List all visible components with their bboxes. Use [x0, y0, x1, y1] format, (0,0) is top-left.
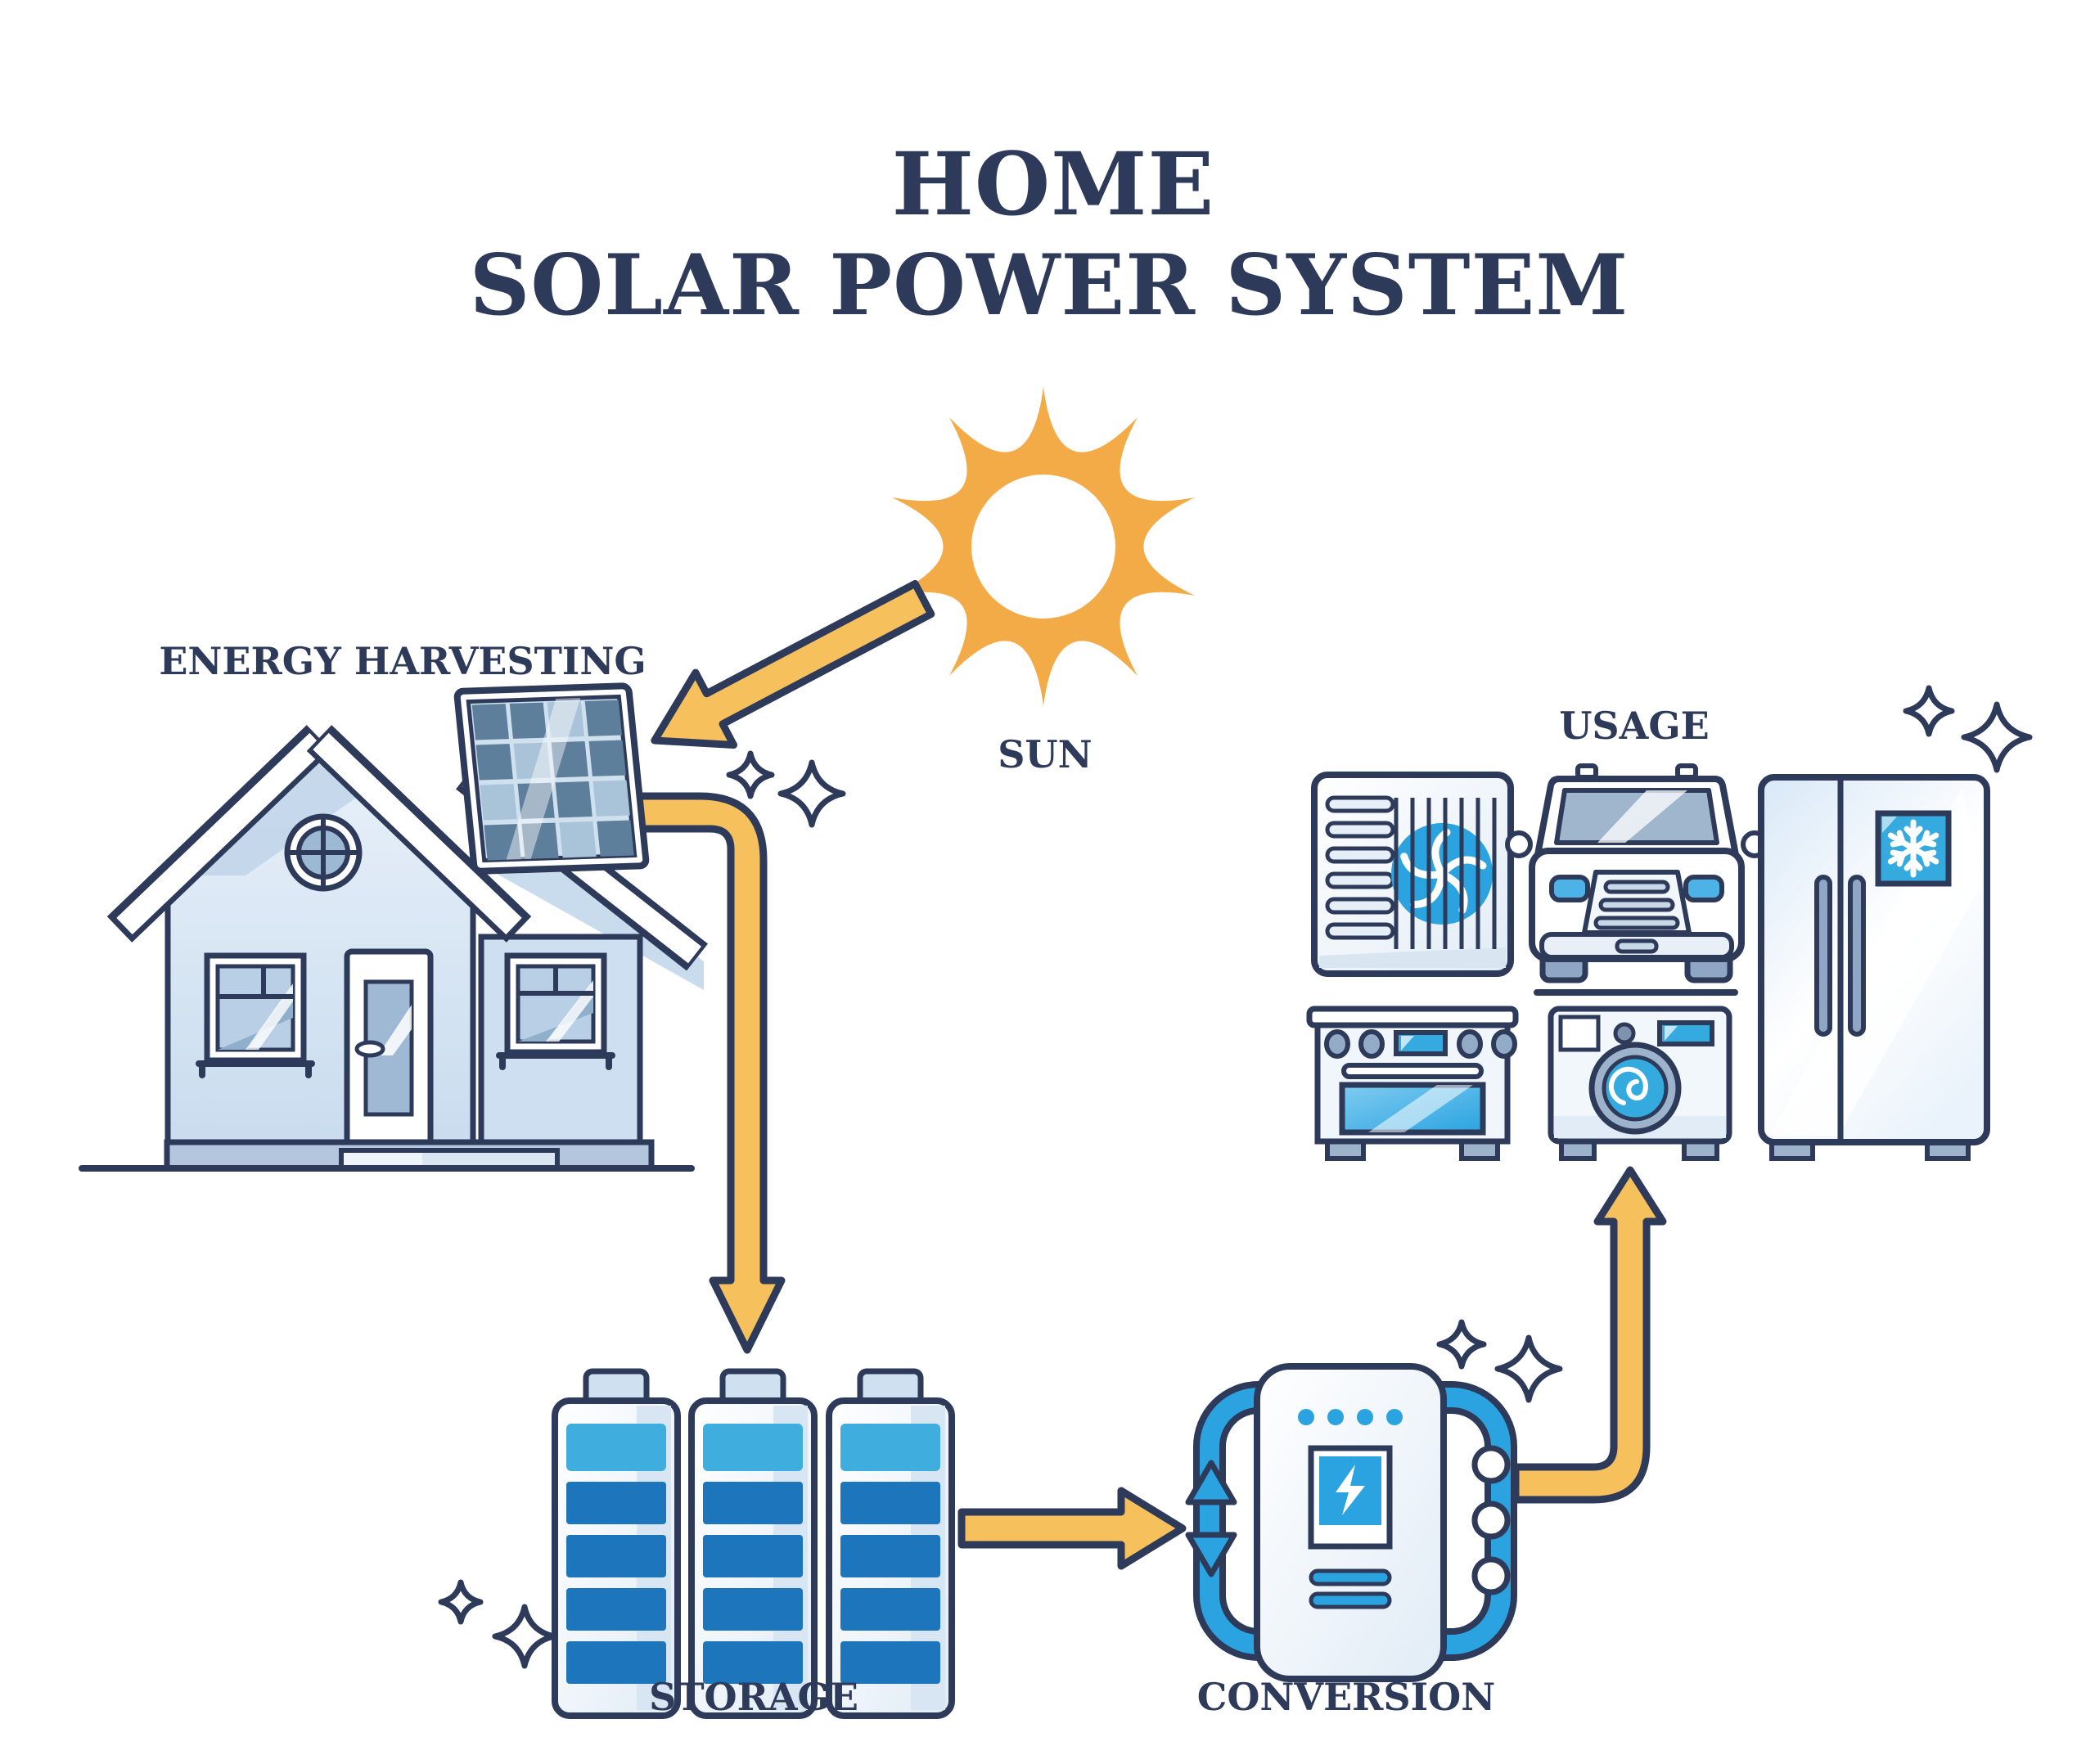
- washer-spiral: [1608, 1066, 1648, 1105]
- storage-label: STORAGE: [649, 1675, 858, 1719]
- sparkle-icon: [438, 1579, 484, 1625]
- sparkle-icon: [1903, 685, 1955, 737]
- door-handle: [354, 1040, 385, 1058]
- washing-machine-icon: [1548, 1006, 1732, 1161]
- usage-appliances: [1306, 763, 1990, 1161]
- left-window: [196, 952, 315, 1078]
- inverter-port-2: [1471, 1501, 1511, 1540]
- car-headlight-left: [1549, 875, 1590, 902]
- inverter-port-1: [1471, 1445, 1511, 1484]
- electric-car-icon: [1505, 763, 1768, 996]
- door-step-highlight: [344, 1153, 422, 1166]
- oven-handle: [1341, 1063, 1484, 1079]
- battery-2: [688, 1368, 818, 1719]
- inverter-port-3: [1471, 1556, 1511, 1595]
- sparkle-icon: [726, 750, 775, 799]
- detergent-drawer: [1558, 1015, 1601, 1052]
- right-roof-fascia: [313, 732, 522, 935]
- harvesting-label: ENERGY HARVESTING: [159, 639, 646, 683]
- sparkle-icon: [1961, 701, 2033, 773]
- lightning-bolt-icon: [1336, 1465, 1365, 1515]
- arrow-sun-to-harvesting: [651, 579, 935, 749]
- right-window: [496, 952, 615, 1070]
- usage-label: USAGE: [1559, 704, 1709, 748]
- battery-1: [552, 1368, 681, 1719]
- front-door: [344, 948, 434, 1151]
- sparkle-icon: [1494, 1334, 1563, 1403]
- conversion-label: CONVERSION: [1197, 1675, 1496, 1719]
- arrow-harvesting-to-storage: [634, 792, 786, 1354]
- air-conditioner-icon: [1311, 772, 1514, 977]
- inverter-down-triangle: [1185, 1532, 1237, 1577]
- washer-knob: [1613, 1022, 1636, 1045]
- house-solar-panel-icon: [79, 682, 708, 1172]
- car-headlight-right: [1683, 875, 1724, 902]
- battery-icon: [552, 1368, 955, 1719]
- car-mirror-left: [1505, 830, 1533, 858]
- snowflake-icon: [1887, 819, 1940, 878]
- kitchen-stove-icon: [1306, 1006, 1519, 1161]
- fridge-handle-right: [1848, 875, 1866, 1037]
- inverter-up-triangle: [1185, 1460, 1237, 1505]
- inverter-line-1: [1309, 1568, 1392, 1586]
- title-line-1: HOME: [892, 133, 1215, 235]
- arrow-conversion-to-usage: [1512, 1166, 1667, 1504]
- inverter-icon: [1185, 1363, 1517, 1682]
- left-roof-fascia: [116, 732, 326, 935]
- sparkle-icon: [492, 1604, 557, 1669]
- fridge-handle-left: [1814, 875, 1832, 1037]
- sun-icon: [892, 387, 1195, 706]
- inverter-line-2: [1309, 1591, 1392, 1609]
- title-line-2: SOLAR POWER SYSTEM: [470, 236, 1629, 335]
- sparkle-icon: [1436, 1319, 1487, 1370]
- solar-panel-icon: [453, 682, 650, 875]
- sun-label: SUN: [998, 732, 1092, 776]
- sparkle-icon: [777, 759, 846, 828]
- battery-3: [826, 1368, 955, 1719]
- arrow-storage-to-conversion: [957, 1487, 1187, 1570]
- refrigerator-icon: [1758, 774, 1990, 1161]
- solar-cells: [471, 698, 634, 861]
